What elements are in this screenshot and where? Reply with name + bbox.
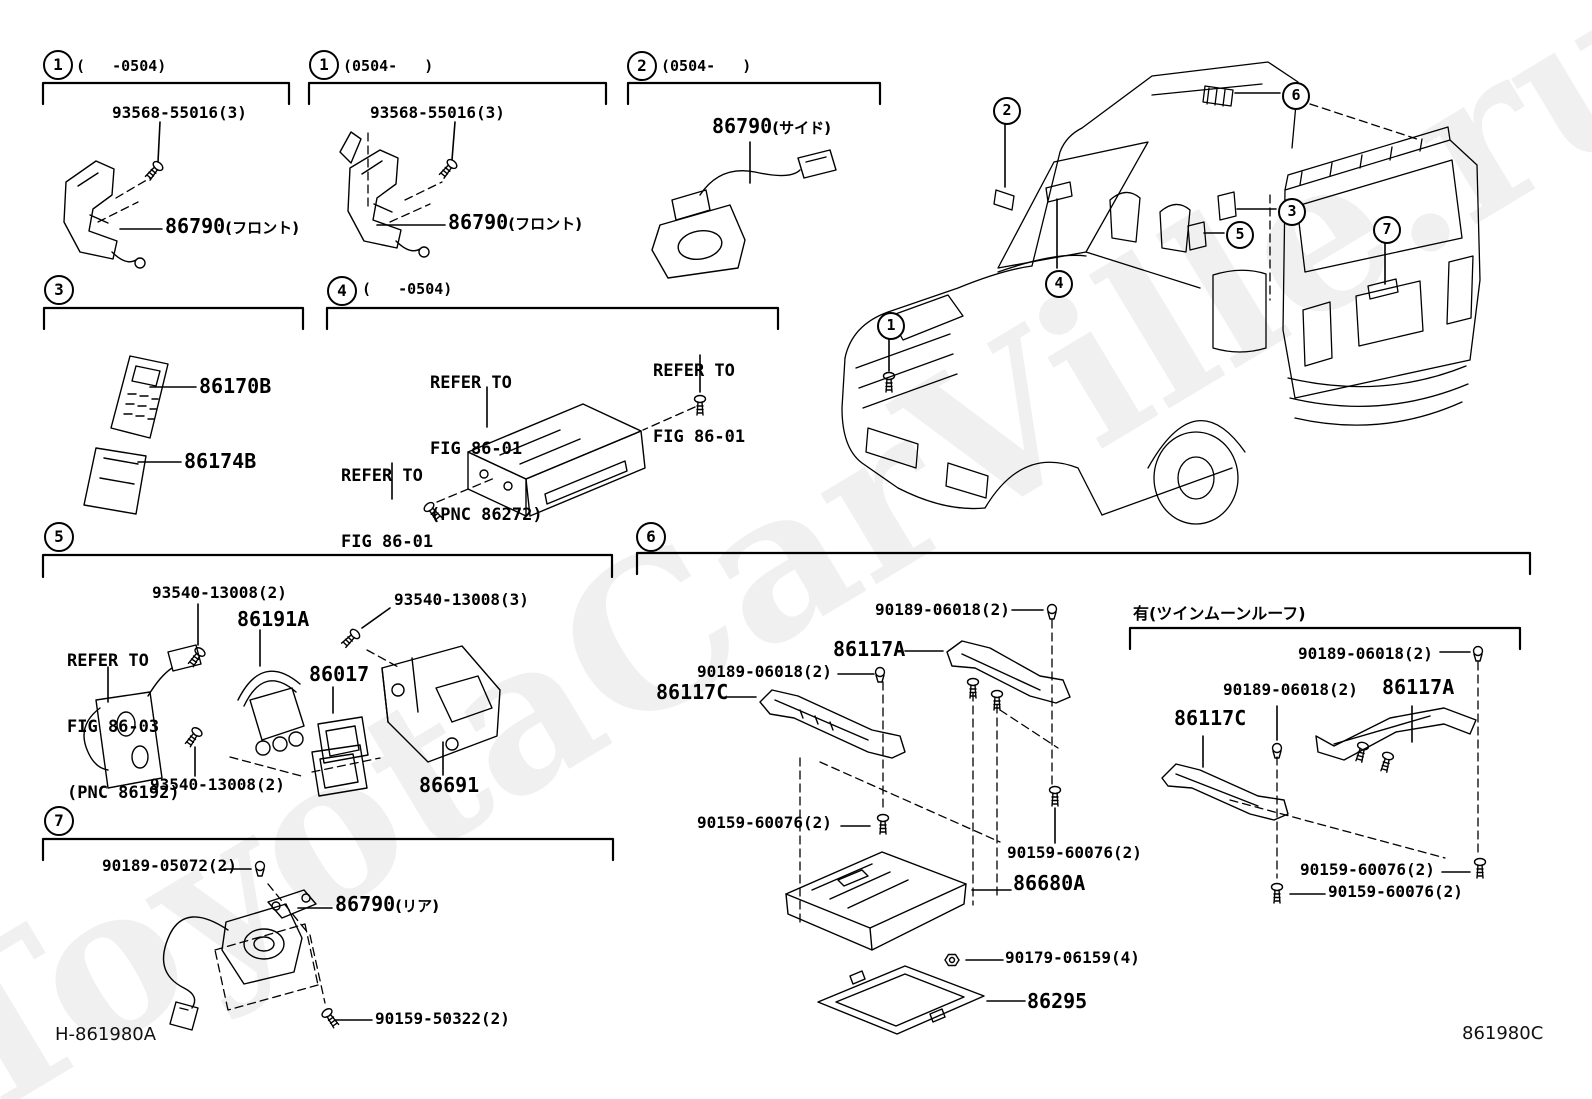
car-callout-1: 1 xyxy=(877,312,905,340)
figure-code-left: H-861980A xyxy=(55,1024,157,1045)
part-frame-86295 xyxy=(817,965,985,1035)
part-label-86191a: 86191A xyxy=(237,607,310,631)
car-callout-6: 6 xyxy=(1282,82,1310,110)
car-callout-4: 4 xyxy=(1045,270,1073,298)
car-callout-7: 7 xyxy=(1373,216,1401,244)
part-rail-86117a-moonroof xyxy=(1315,707,1477,761)
part-number-90189-06018-mr-left: 90189-06018(2) xyxy=(1223,680,1358,699)
callout-section-1a: 1 xyxy=(43,50,73,80)
part-label-86790-front-1b: 86790(フロント) xyxy=(448,210,582,234)
part-sensor-front-1a xyxy=(63,160,146,269)
part-label-86691: 86691 xyxy=(419,773,480,797)
part-label-86790-front-1a: 86790(フロント) xyxy=(165,214,299,238)
part-ecu-86680a xyxy=(785,851,967,951)
part-camera-rear xyxy=(162,889,317,1031)
refer-note-bottom-left: REFER TO FIG 86-01 xyxy=(341,466,434,552)
part-number-90189-06018-right: 90189-06018(2) xyxy=(875,600,1010,619)
part-number-90159-60076-right: 90159-60076(2) xyxy=(1007,843,1142,862)
part-number-90159-60076-mr-bottom: 90159-60076(2) xyxy=(1328,882,1463,901)
part-number-93540-13008-right: 93540-13008(3) xyxy=(394,590,529,609)
leader-lines xyxy=(107,92,1471,1021)
part-rail-86117c-moonroof xyxy=(1161,763,1289,821)
part-label-86790-side: 86790(サイド) xyxy=(712,114,831,138)
part-label-86117a-mr: 86117A xyxy=(1382,675,1455,699)
part-label-86790-rear: 86790(リア) xyxy=(335,892,439,916)
part-sensor-front-1b xyxy=(339,131,430,258)
part-label-86117c: 86117C xyxy=(656,680,729,704)
figure-code-right: 861980C xyxy=(1462,1023,1544,1044)
part-number-90189-06018-mr-top: 90189-06018(2) xyxy=(1298,644,1433,663)
part-number-93568-55016-1a: 93568-55016(3) xyxy=(112,103,247,122)
part-number-93540-13008-bottom: 93540-13008(2) xyxy=(150,775,285,794)
range-4: ( -0504) xyxy=(362,280,453,298)
range-1b: (0504- ) xyxy=(343,57,434,75)
part-label-86174b: 86174B xyxy=(184,449,257,473)
part-number-90159-50322: 90159-50322(2) xyxy=(375,1009,510,1028)
part-amplifier-86191a xyxy=(237,670,305,756)
callout-section-4: 4 xyxy=(327,276,357,306)
car-callout-2: 2 xyxy=(993,97,1021,125)
part-number-90189-06018-left: 90189-06018(2) xyxy=(697,662,832,681)
part-remote-control xyxy=(83,355,169,515)
part-number-90189-05072: 90189-05072(2) xyxy=(102,856,237,875)
part-number-90179-06159: 90179-06159(4) xyxy=(1005,948,1140,967)
part-label-86117c-mr: 86117C xyxy=(1174,706,1247,730)
part-label-86170b: 86170B xyxy=(199,374,272,398)
part-number-93540-13008-top: 93540-13008(2) xyxy=(152,583,287,602)
callout-section-6: 6 xyxy=(636,522,666,552)
part-number-90159-60076-left: 90159-60076(2) xyxy=(697,813,832,832)
part-label-86295: 86295 xyxy=(1027,989,1088,1013)
car-callout-5: 5 xyxy=(1226,221,1254,249)
refer-note-main: REFER TO FIG 86-01 (PNC 86272) xyxy=(430,373,543,525)
part-label-86680a: 86680A xyxy=(1013,871,1086,895)
callout-section-3: 3 xyxy=(44,275,74,305)
refer-note-fig-86-03: REFER TO FIG 86-03 (PNC 86192) xyxy=(67,651,180,803)
car-callout-3: 3 xyxy=(1278,198,1306,226)
part-label-86117a: 86117A xyxy=(833,637,906,661)
callout-section-1b: 1 xyxy=(309,50,339,80)
part-label-86017: 86017 xyxy=(309,662,370,686)
callout-section-7: 7 xyxy=(44,806,74,836)
construction-lines xyxy=(97,103,1479,1011)
section-brackets xyxy=(41,81,1532,862)
callout-section-5: 5 xyxy=(44,522,74,552)
callout-section-2: 2 xyxy=(627,51,657,81)
refer-note-top-right: REFER TO FIG 86-01 xyxy=(653,361,746,447)
part-rail-86117c xyxy=(759,689,906,759)
part-rail-86117a xyxy=(946,640,1071,704)
part-number-90159-60076-mr-right: 90159-60076(2) xyxy=(1300,860,1435,879)
moonroof-variant-header: 有(ツインムーンルーフ) xyxy=(1133,604,1306,623)
part-number-93568-55016-1b: 93568-55016(3) xyxy=(370,103,505,122)
part-camera-side xyxy=(651,149,837,279)
part-cover-86017 xyxy=(311,716,369,797)
part-connector-86192 xyxy=(83,644,202,789)
range-2: (0504- ) xyxy=(661,57,752,75)
range-1a: ( -0504) xyxy=(76,57,167,75)
part-radio-tuner xyxy=(467,403,646,517)
part-bracket-86691 xyxy=(381,645,501,763)
vehicle-illustration xyxy=(841,61,1481,525)
